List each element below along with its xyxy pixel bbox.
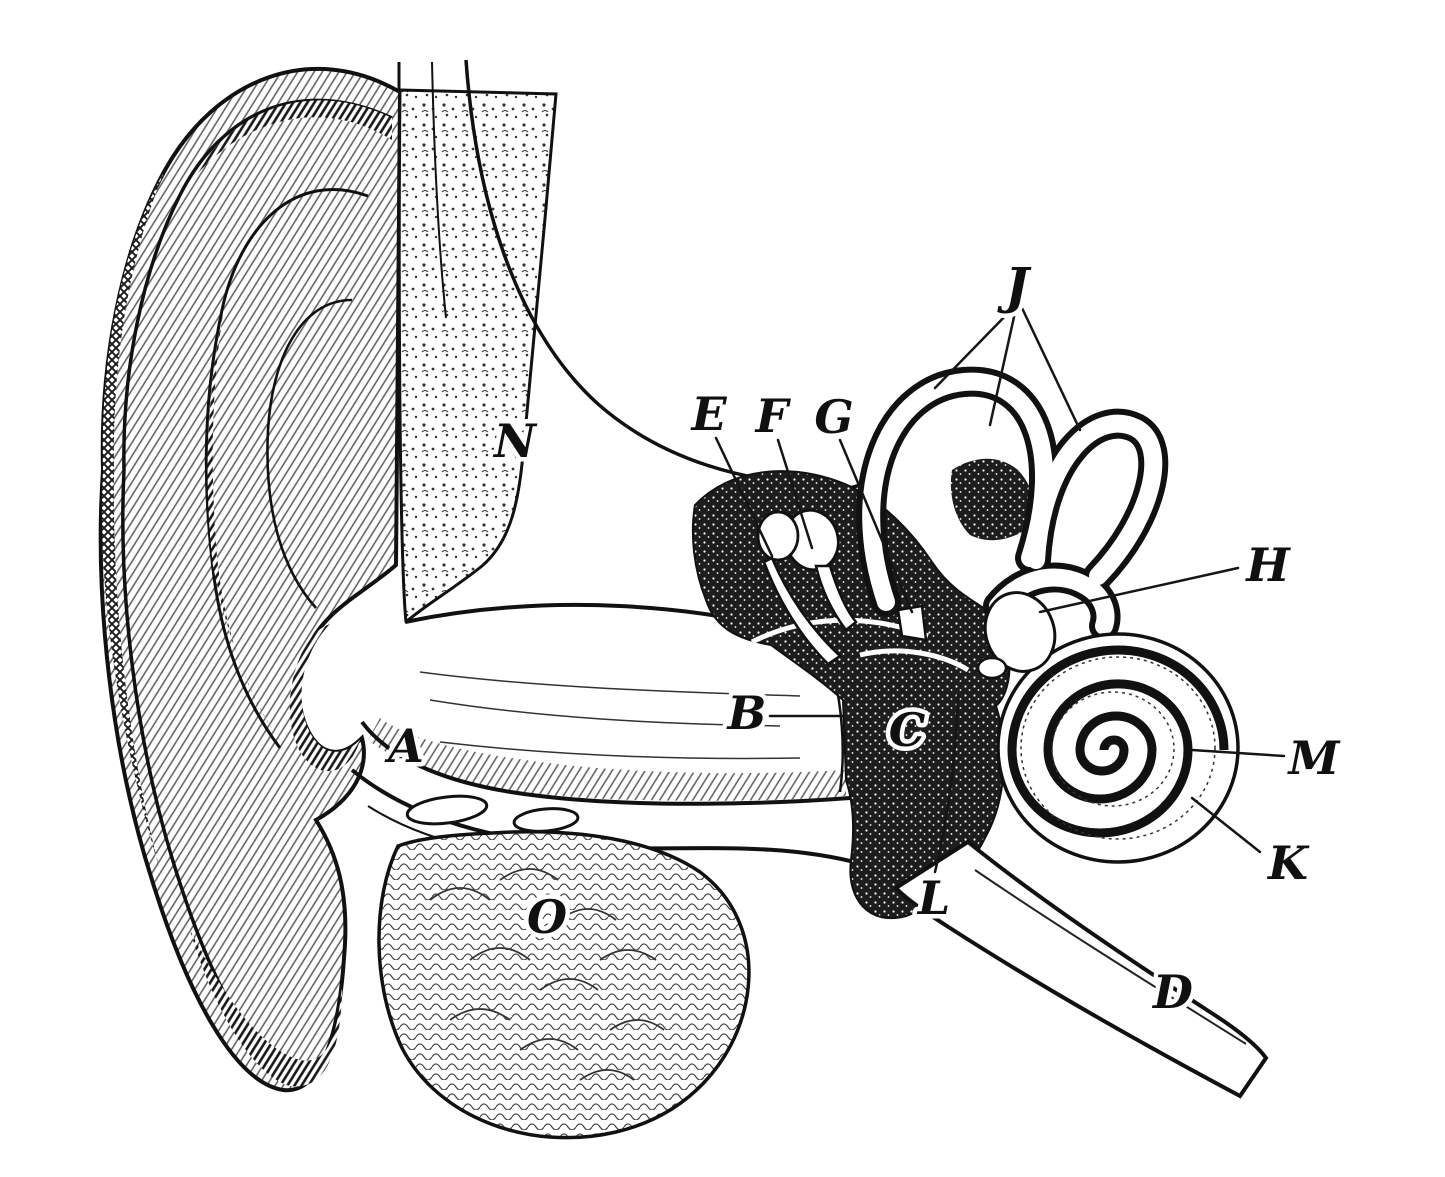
label-K: K	[1266, 836, 1310, 890]
semicircular-canals	[856, 366, 1169, 641]
label-O: O	[527, 890, 567, 944]
label-leader-lines	[714, 306, 1286, 874]
label-C: C	[889, 703, 926, 757]
malleus-bone	[756, 510, 800, 562]
ossicles-group	[756, 508, 928, 666]
leader-F	[776, 438, 814, 550]
cochlea-spiral	[1007, 645, 1229, 838]
bone-slit-right	[512, 807, 580, 833]
parotid-lobule-mass	[350, 768, 908, 1140]
vestibule	[976, 591, 1057, 680]
label-F: F	[754, 389, 792, 443]
label-H: H	[1244, 538, 1291, 592]
outer-ear-pinna	[98, 67, 403, 1093]
leader-J3	[1020, 306, 1082, 432]
label-L: L	[916, 871, 950, 925]
leader-E	[714, 436, 774, 558]
label-M: M	[1287, 731, 1342, 785]
eustachian-tube	[892, 839, 1269, 1099]
leader-J2	[988, 306, 1018, 427]
temporal-bone-section	[397, 61, 558, 626]
leader-J1	[933, 306, 1015, 390]
cochlea	[996, 632, 1240, 864]
leader-G	[838, 438, 914, 614]
label-E: E	[689, 387, 727, 441]
leader-K	[1190, 796, 1262, 854]
label-G: G	[814, 390, 853, 444]
label-B: B	[726, 686, 767, 740]
oval-window	[976, 656, 1008, 680]
leader-H	[1038, 566, 1240, 614]
leader-L	[933, 693, 960, 874]
leader-M	[1190, 748, 1286, 758]
stapes-bone	[896, 604, 928, 642]
label-A: A	[384, 719, 424, 773]
label-N: N	[492, 414, 538, 468]
label-D: D	[1151, 965, 1193, 1019]
bone-slit-left	[405, 794, 489, 826]
